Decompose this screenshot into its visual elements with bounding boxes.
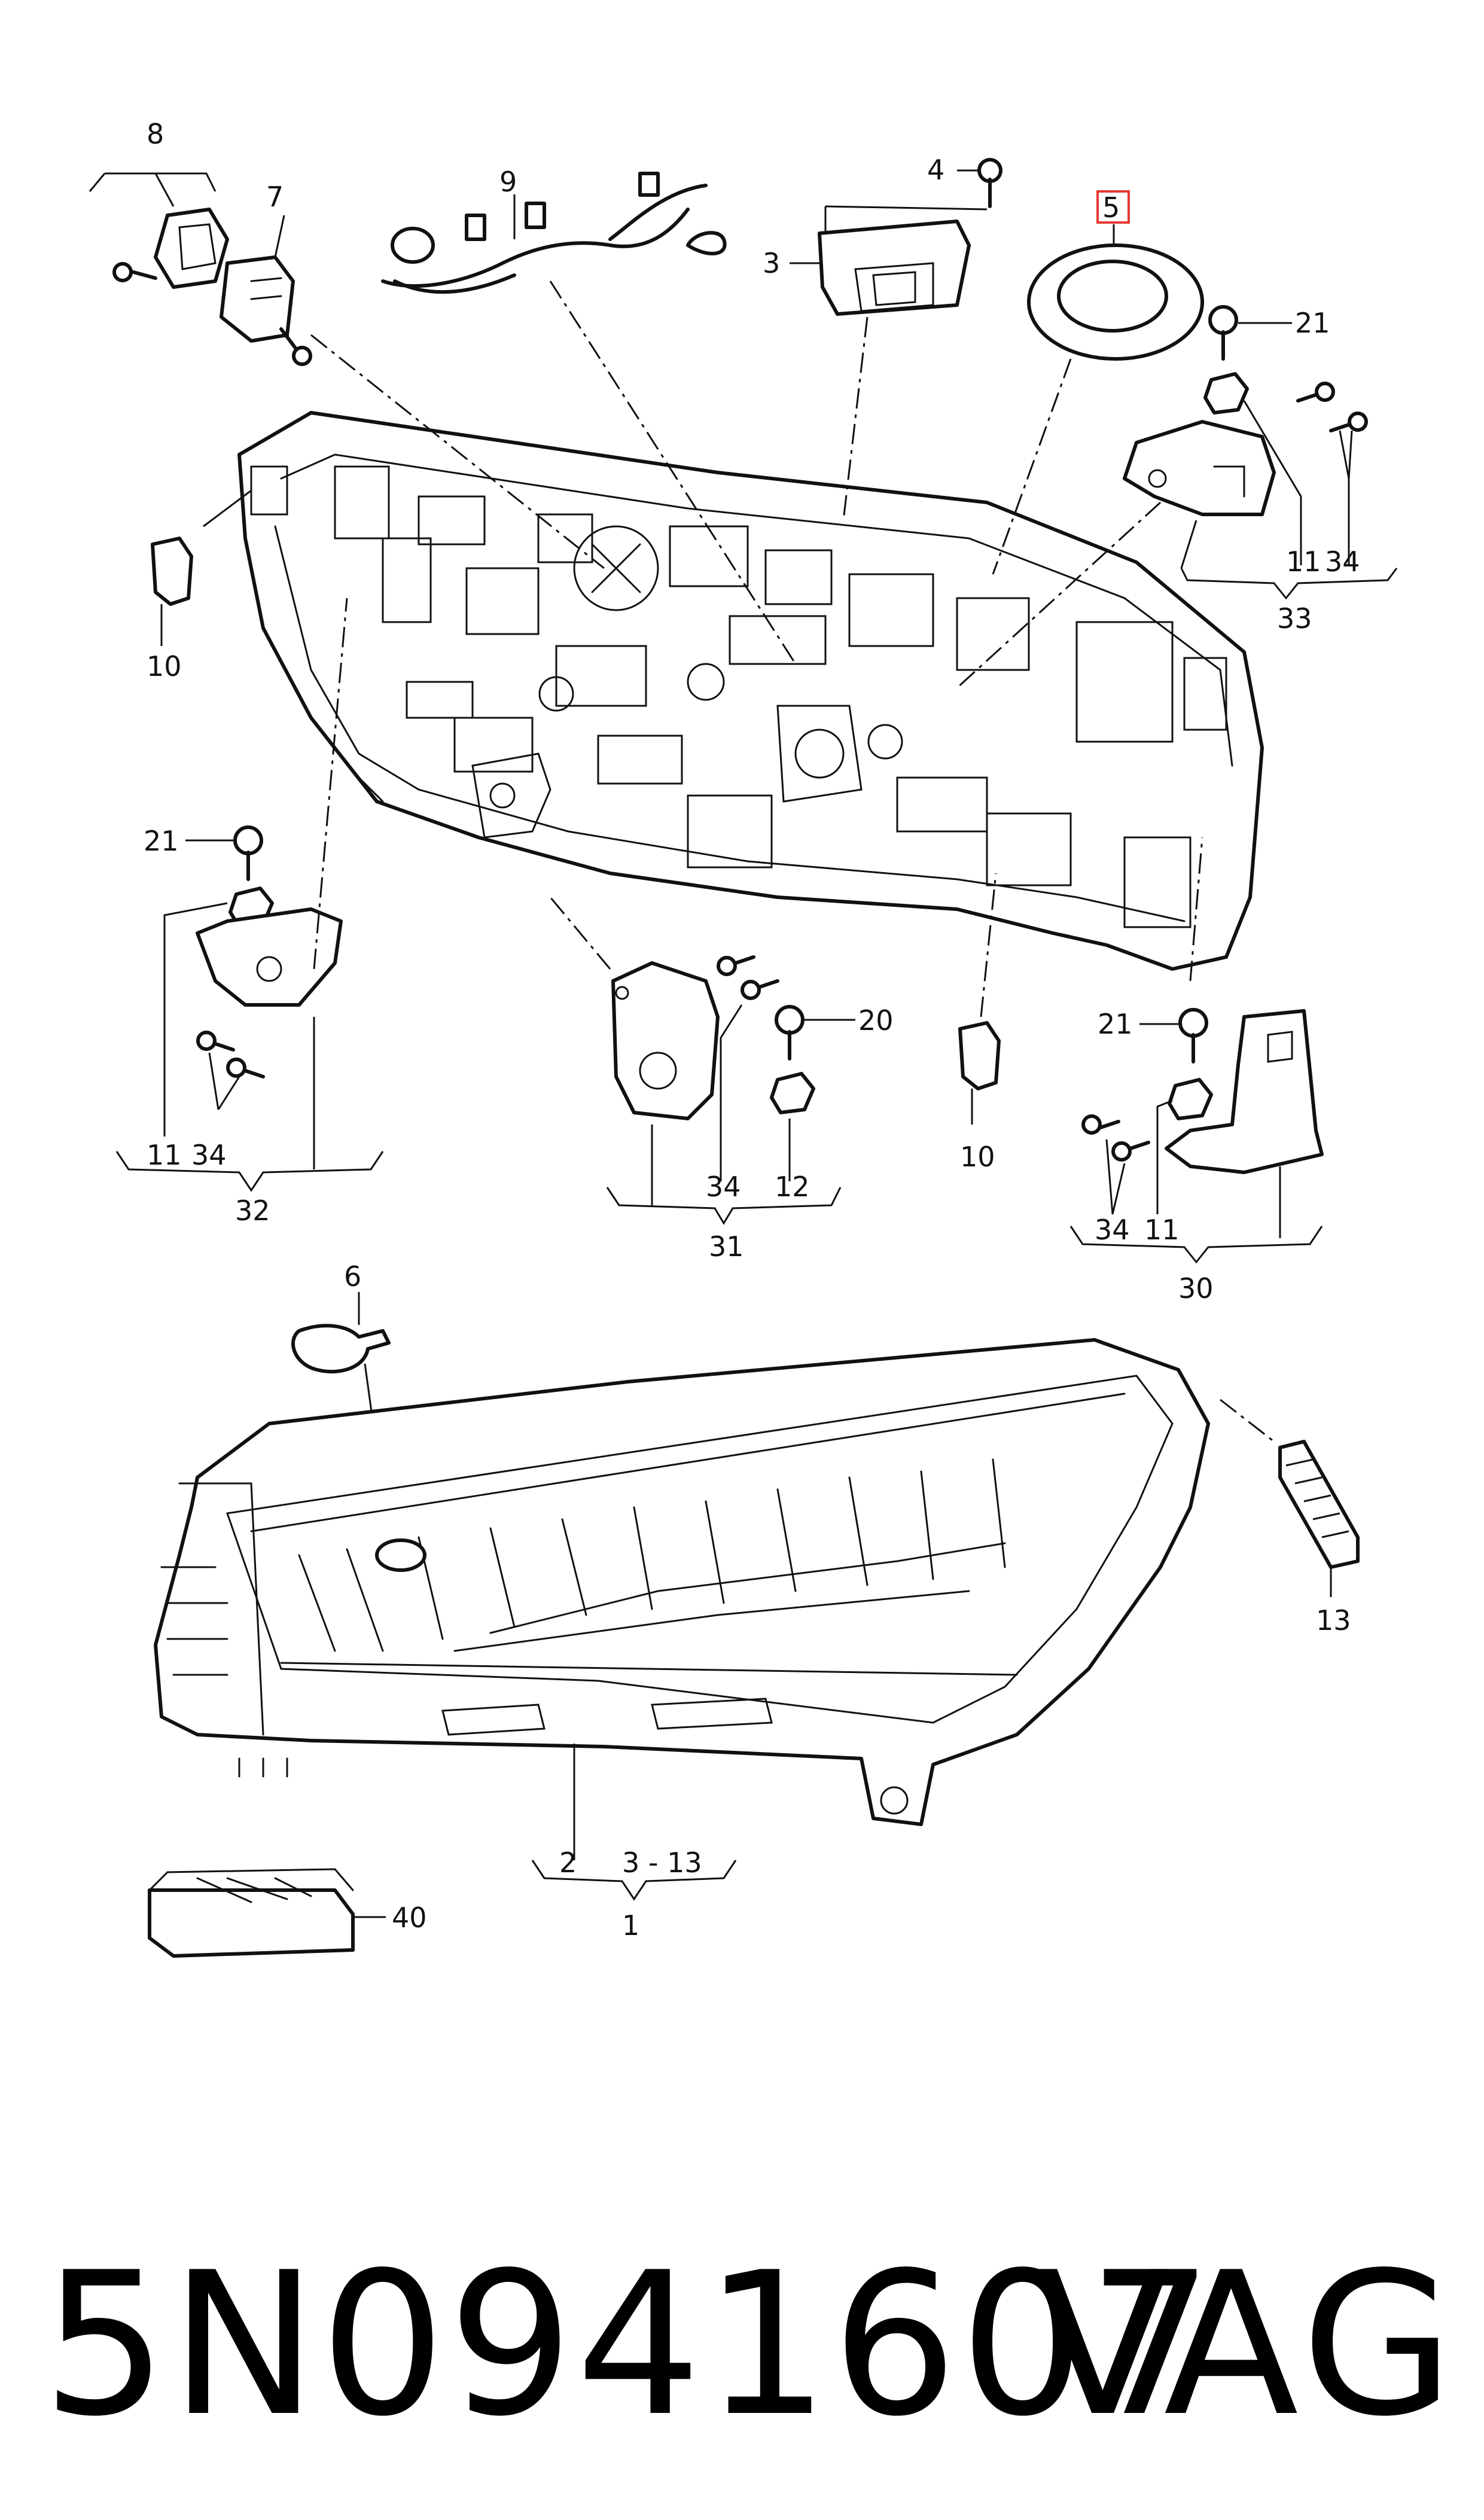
part-11-nut-top: [1203, 372, 1249, 415]
part-6-bulb: [291, 1324, 391, 1374]
part-number-label: 5N0941607: [42, 2230, 1216, 2460]
axis-33: [956, 501, 1162, 689]
part-31-bracket: [611, 961, 720, 1120]
callout-9: 9: [499, 166, 517, 198]
callout-34-center: 34: [706, 1171, 741, 1203]
part-10-plug-left: [151, 537, 193, 606]
callout-5: 5: [1102, 191, 1120, 224]
part-7-motor: [220, 255, 312, 366]
part-34-screws-left: [196, 1031, 265, 1078]
callout-21-right: 21: [1098, 1008, 1133, 1040]
part-5-cap: [1027, 243, 1204, 361]
leader-34-left: [208, 1052, 240, 1110]
bracket-1: [531, 1860, 737, 1901]
leader-34-top: [1339, 430, 1353, 565]
callout-11-left: 11: [147, 1139, 182, 1171]
callout-34-right: 34: [1095, 1214, 1130, 1246]
bracket-31: [606, 1125, 842, 1225]
callout-10-right: 10: [960, 1141, 995, 1173]
part-13-grille: [1278, 1440, 1360, 1569]
callout-3-13: 3 - 13: [622, 1846, 702, 1879]
callout-5-highlight: [1096, 190, 1130, 224]
callout-13: 13: [1316, 1604, 1351, 1637]
leader-8b: [89, 173, 106, 192]
part-33-bracket: [1123, 420, 1276, 516]
callout-12: 12: [775, 1171, 810, 1203]
axis-31: [549, 897, 611, 970]
part-8-bracket: [112, 208, 229, 289]
part-11-nut-right: [1168, 1078, 1213, 1120]
part-4-screw: [977, 158, 1002, 208]
callout-11-right: 11: [1144, 1214, 1180, 1246]
callout-4: 4: [927, 154, 944, 186]
axis-3: [842, 316, 869, 521]
leader-10-left-b: [203, 489, 252, 528]
bracket-30: [1069, 1166, 1323, 1264]
axis-9: [549, 281, 797, 665]
part-12-nut: [770, 1072, 815, 1114]
part-40-pad: [148, 1868, 355, 1958]
leader-8: [105, 172, 217, 207]
part-21-screw-right: [1178, 1008, 1208, 1064]
leader-11-right: [1156, 1099, 1173, 1214]
part-34-screws-right: [1081, 1114, 1150, 1162]
part-34-screws-top: [1296, 382, 1368, 432]
brand-label: VAG: [1035, 2230, 1460, 2460]
part-34-screws-center: [717, 955, 779, 1000]
bracket-33: [1180, 520, 1398, 600]
callout-20: 20: [858, 1004, 894, 1037]
callout-10-left: 10: [147, 650, 182, 682]
axis-13: [1220, 1398, 1275, 1443]
leader-7: [274, 215, 285, 258]
leader-34-center: [720, 1004, 743, 1181]
footer: 5N0941607 VAG: [0, 2225, 1484, 2464]
axis-30: [1189, 837, 1203, 982]
part-21-screw-left: [233, 825, 263, 881]
callout-21-left: 21: [144, 825, 179, 857]
callout-33: 33: [1277, 602, 1312, 635]
part-32-bracket: [196, 907, 343, 1007]
callout-11-top: 11: [1286, 546, 1321, 578]
part-9-wiring-harness: [381, 172, 727, 294]
leader-11-top: [1243, 400, 1302, 565]
part-30-bracket: [1165, 1009, 1324, 1174]
axis-5: [992, 358, 1072, 575]
axis-32: [313, 598, 348, 970]
leader-11-left: [163, 902, 228, 1136]
part-10-plug-right: [958, 1021, 1001, 1090]
bracket-32: [115, 1017, 384, 1192]
callout-30: 30: [1178, 1272, 1214, 1305]
part-20-screw: [775, 1005, 805, 1061]
callout-34-top: 34: [1325, 546, 1360, 578]
callout-7: 7: [266, 181, 284, 213]
part-3-control-module: [818, 220, 971, 316]
callout-8: 8: [147, 118, 164, 150]
headlight-front: [154, 1338, 1210, 1826]
part-21-screw-top: [1208, 305, 1238, 361]
callout-3: 3: [763, 247, 780, 279]
callout-2: 2: [559, 1846, 577, 1879]
callout-32: 32: [235, 1195, 270, 1227]
callout-1: 1: [622, 1909, 639, 1942]
axis-10-right: [980, 873, 997, 1017]
callout-40: 40: [392, 1902, 427, 1934]
leader-34-right: [1105, 1139, 1126, 1215]
callout-6: 6: [344, 1260, 361, 1293]
callout-34-left: 34: [191, 1139, 227, 1171]
axis-7: [310, 334, 605, 569]
leader-3-top: [824, 205, 988, 233]
callout-21-top: 21: [1295, 307, 1330, 339]
headlight-housing-rear: [237, 411, 1264, 971]
callout-31: 31: [709, 1230, 744, 1263]
